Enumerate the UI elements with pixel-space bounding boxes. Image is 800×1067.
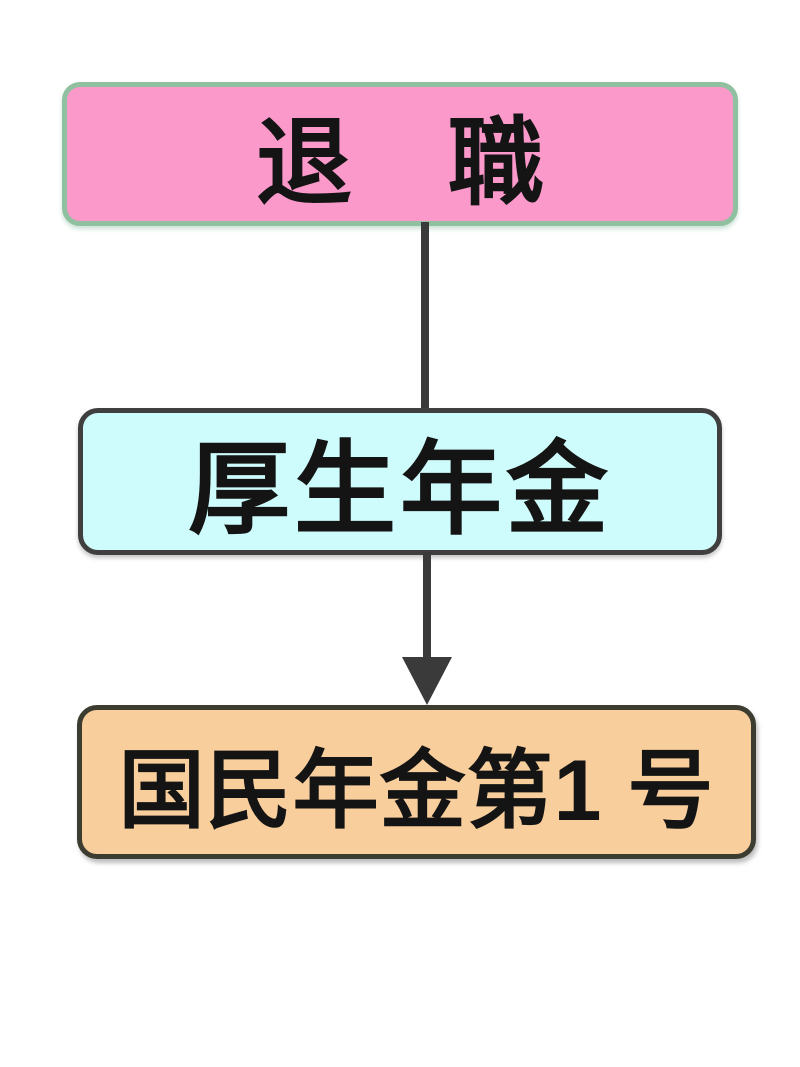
edge-kosei-to-kokumin-arrowhead-icon bbox=[402, 657, 452, 705]
node-kosei-nenkin-label: 厚生年金 bbox=[188, 433, 612, 547]
node-retirement-label: 退 職 bbox=[256, 109, 544, 217]
edge-retirement-to-kosei-line bbox=[421, 222, 429, 410]
node-kosei-nenkin: 厚生年金 bbox=[78, 408, 722, 555]
node-kokumin-nenkin-dai1go-label: 国民年金第1 号 bbox=[118, 742, 715, 839]
edge-kosei-to-kokumin-line bbox=[423, 552, 431, 664]
node-kokumin-nenkin-dai1go: 国民年金第1 号 bbox=[77, 705, 756, 859]
node-retirement: 退 職 bbox=[62, 82, 738, 226]
